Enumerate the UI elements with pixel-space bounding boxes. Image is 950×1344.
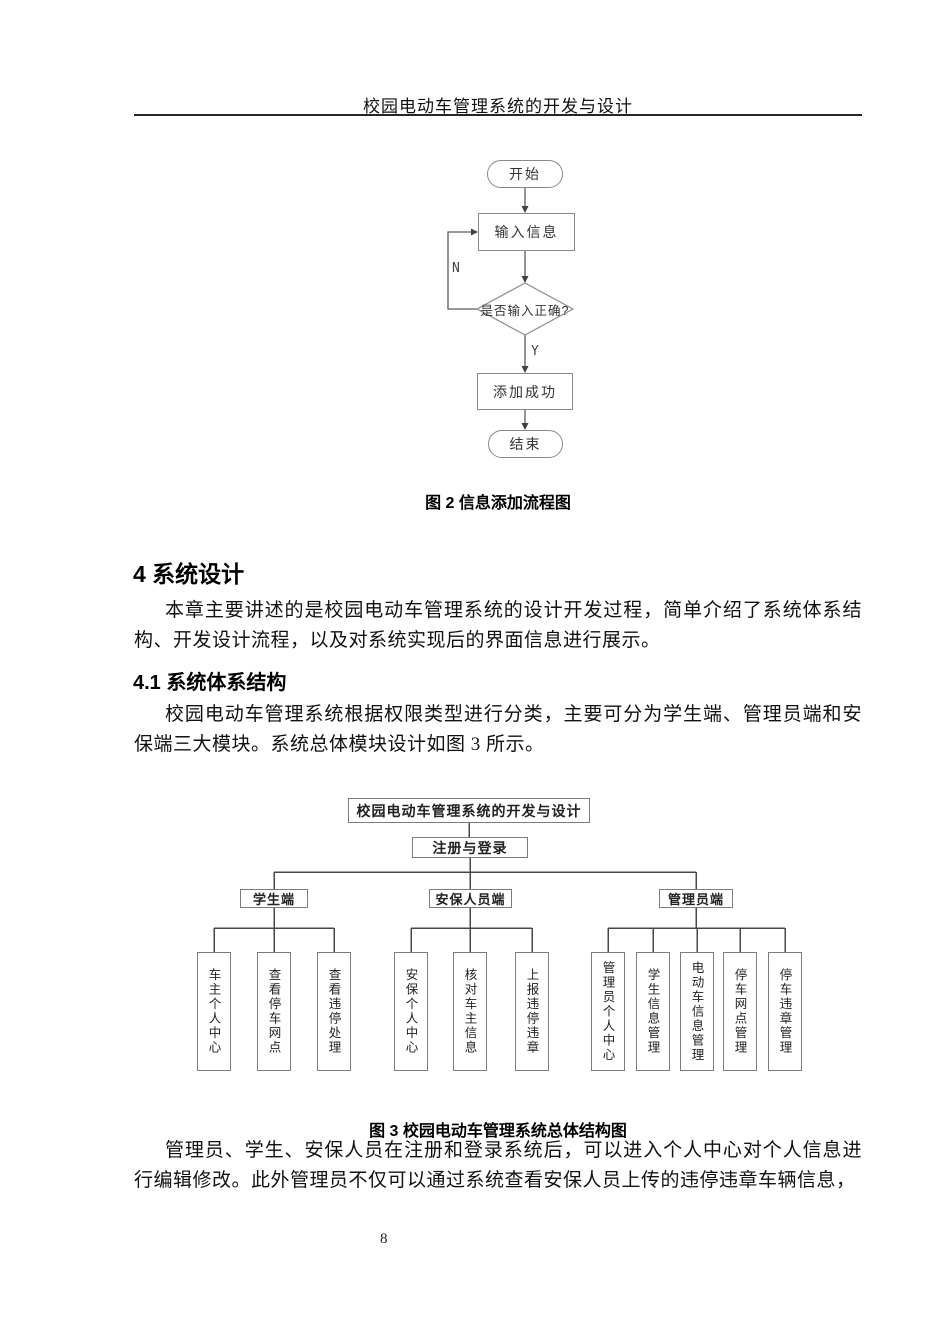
page-header-title: 校园电动车管理系统的开发与设计: [363, 97, 633, 116]
arrowhead: [521, 423, 529, 430]
flow-node-input: 输入信息: [478, 213, 575, 251]
section-4-1-paragraph: 校园电动车管理系统根据权限类型进行分类，主要可分为学生端、管理员端和安保端三大模…: [134, 704, 862, 755]
flow-node-end: 结束: [488, 430, 563, 458]
org-leaf: 学生信息管理: [636, 952, 670, 1071]
org-leaf: 查看停车网点: [257, 952, 291, 1071]
org-root-node: 校园电动车管理系统的开发与设计: [348, 798, 590, 823]
flowchart-connectors-svg: [447, 188, 575, 430]
org-leaf: 停车违章管理: [768, 952, 802, 1071]
flow-node-decision-label: 是否输入正确?: [480, 303, 570, 318]
org-leaf: 电动车信息管理: [680, 952, 714, 1071]
closing-paragraph: 管理员、学生、安保人员在注册和登录系统后，可以进入个人中心对个人信息进行编辑修改…: [134, 1140, 862, 1191]
decision-diamond-shape: [475, 282, 575, 336]
org-leaf: 车主个人中心: [197, 952, 231, 1071]
figure3-caption: 图 3 校园电动车管理系统总体结构图: [369, 1123, 627, 1140]
arrowhead: [521, 206, 529, 213]
org-branch-security: 安保人员端: [429, 889, 512, 908]
arrowhead: [471, 228, 478, 236]
org-login-node: 注册与登录: [412, 837, 528, 858]
org-leaf: 停车网点管理: [723, 952, 757, 1071]
org-leaf: 查看违停处理: [317, 952, 351, 1071]
org-leaf: 上报违停违章: [515, 952, 549, 1071]
org-leaf: 安保个人中心: [394, 952, 428, 1071]
org-branch-admin: 管理员端: [659, 889, 733, 908]
figure2-caption: 图 2 信息添加流程图: [425, 495, 571, 512]
flow-node-start: 开始: [487, 160, 563, 188]
org-branch-student: 学生端: [240, 889, 308, 908]
arrowhead: [521, 276, 529, 283]
flow-branch-label-yes: Y: [531, 344, 539, 359]
arrowhead: [521, 366, 529, 373]
section-4-paragraph: 本章主要讲述的是校园电动车管理系统的设计开发过程，简单介绍了系统体系结构、开发设…: [134, 600, 862, 651]
edge-no-loop: [447, 231, 477, 310]
org-leaf: 管理员个人中心: [591, 952, 625, 1071]
header-divider-line: [134, 114, 862, 116]
section-4-heading: 4 系统设计: [133, 561, 245, 587]
org-leaf: 核对车主信息: [453, 952, 487, 1071]
flow-branch-label-no: N: [452, 261, 460, 276]
section-4-1-heading: 4.1 系统体系结构: [133, 672, 287, 694]
page-number: 8: [380, 1231, 388, 1247]
flow-node-success: 添加成功: [477, 373, 573, 410]
orgchart-connectors-svg: [213, 823, 786, 953]
